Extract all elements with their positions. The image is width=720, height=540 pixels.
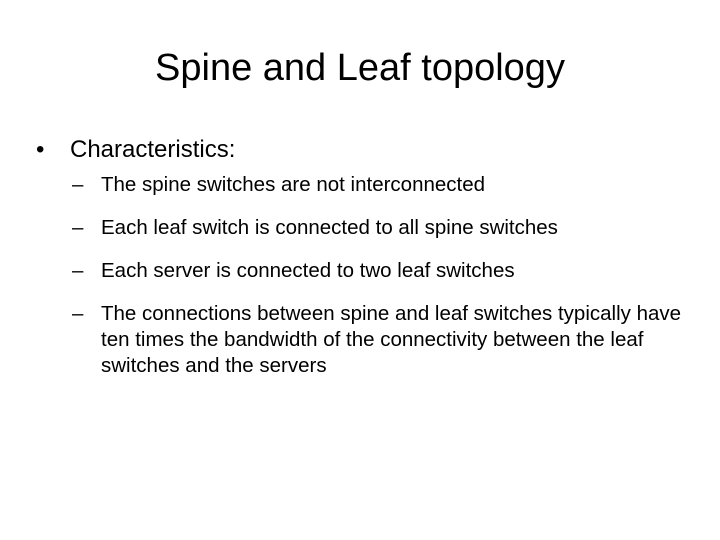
sub-bullet-text: The spine switches are not interconnecte… [101, 173, 486, 196]
sub-bullet-text: The connections between spine and leaf s… [101, 302, 682, 377]
sub-bullet-list: – The spine switches are not interconnec… [72, 172, 692, 396]
dash-marker: – [72, 259, 84, 282]
sub-bullet-item: – Each leaf switch is connected to all s… [72, 215, 692, 241]
dash-marker: – [72, 302, 84, 325]
sub-bullet-text: Each server is connected to two leaf swi… [101, 259, 515, 282]
slide-title: Spine and Leaf topology [155, 47, 565, 89]
sub-bullet-text: Each leaf switch is connected to all spi… [101, 216, 558, 239]
sub-bullet-item: – The connections between spine and leaf… [72, 301, 692, 379]
bullet-marker: • [36, 136, 45, 163]
bullet-characteristics: • Characteristics: [36, 131, 686, 169]
sub-bullet-item: – Each server is connected to two leaf s… [72, 258, 692, 284]
dash-marker: – [72, 173, 84, 196]
bullet-label: Characteristics: [70, 136, 236, 163]
sub-bullet-item: – The spine switches are not interconnec… [72, 172, 692, 198]
dash-marker: – [72, 216, 84, 239]
